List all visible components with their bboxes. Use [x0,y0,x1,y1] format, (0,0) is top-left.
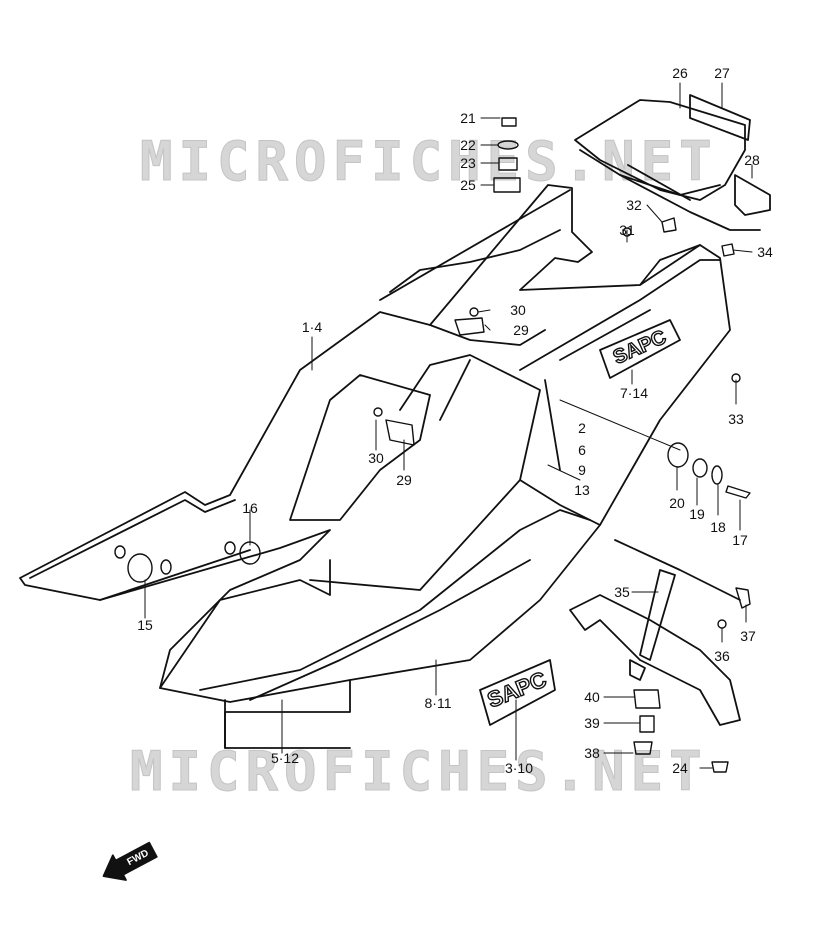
callout-3-10: 3·10 [504,760,534,776]
callout-35: 35 [614,584,630,600]
callout-13: 13 [574,482,590,498]
callout-26: 26 [672,65,688,81]
callout-25: 25 [460,177,476,193]
fwd-arrow-icon [102,841,158,881]
callout-8-11: 8·11 [424,695,452,711]
callout-29-lower: 29 [396,472,412,488]
callout-5-12: 5·12 [270,750,300,766]
callout-2: 2 [578,420,586,436]
callout-30-upper: 30 [510,302,526,318]
callout-39: 39 [584,715,600,731]
callout-22: 22 [460,137,476,153]
callout-29-upper: 29 [513,322,529,338]
callout-21: 21 [460,110,476,126]
callout-33: 33 [728,411,744,427]
callout-24: 24 [672,760,688,776]
callout-19: 19 [689,506,705,522]
callout-37: 37 [740,628,756,644]
callout-20: 20 [669,495,685,511]
frame-bracket [569,539,741,726]
callout-23: 23 [460,155,476,171]
callout-6: 6 [578,442,586,458]
callout-27: 27 [714,65,730,81]
callout-32: 32 [626,197,642,213]
callout-40: 40 [584,689,600,705]
emblem-lower [479,659,556,726]
callout-7-14: 7·14 [619,385,649,401]
callout-36: 36 [714,648,730,664]
callout-16: 16 [242,500,258,516]
callout-9: 9 [578,462,586,478]
callout-1-4: 1·4 [301,319,323,335]
callout-38: 38 [584,745,600,761]
callout-18: 18 [710,519,726,535]
seat-tail-cowling [19,184,731,749]
callout-31: 31 [619,222,635,238]
callout-34: 34 [757,244,773,260]
callout-28: 28 [744,152,760,168]
callout-17: 17 [732,532,748,548]
callout-30-lower: 30 [368,450,384,466]
emblem-upper [599,319,681,379]
callout-15: 15 [137,617,153,633]
seat-tail-piece [574,94,771,231]
leader-lines [144,82,753,769]
